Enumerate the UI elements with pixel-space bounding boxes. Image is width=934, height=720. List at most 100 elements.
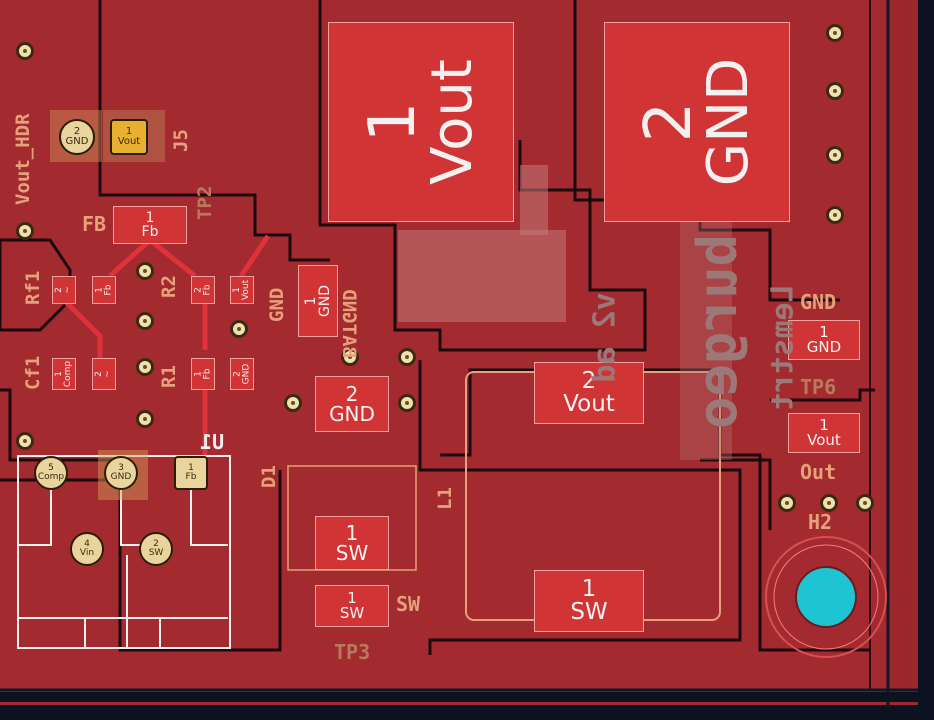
pin-net: SW: [148, 548, 164, 558]
label-d1: D1: [258, 465, 280, 488]
pin-number: 1: [125, 126, 133, 137]
label-out: Out: [800, 460, 837, 484]
pad-number: 1: [345, 521, 359, 545]
pad-net: Comp: [63, 360, 73, 388]
via[interactable]: [230, 320, 248, 338]
via[interactable]: [398, 394, 416, 412]
pin-net: GND: [65, 136, 89, 147]
pad-number: 2: [632, 101, 706, 143]
pad-net: GND: [329, 402, 375, 426]
label-tp6: TP6: [800, 375, 837, 399]
pad-net: Fb: [102, 284, 113, 296]
pad-number: 2: [345, 382, 359, 406]
pad-cf1-2[interactable]: 2~: [92, 358, 116, 390]
via[interactable]: [136, 410, 154, 428]
back-silk-text-c: Lemstrt: [765, 284, 801, 411]
pin-number: 5: [48, 463, 54, 473]
pin-number: 3: [118, 463, 124, 473]
pin-net: Vout: [117, 136, 141, 147]
via[interactable]: [16, 222, 34, 240]
pin-net: GND: [110, 472, 132, 482]
pad-number: 1: [581, 576, 597, 602]
pad-number: 1: [355, 101, 430, 143]
via[interactable]: [826, 146, 844, 164]
label-gnd-right: GND: [800, 290, 837, 314]
pad-net: SW: [339, 604, 365, 622]
label-fb: FB: [82, 212, 107, 236]
pad-net: GND: [240, 363, 251, 385]
via[interactable]: [284, 394, 302, 412]
via[interactable]: [136, 262, 154, 280]
label-vout-hdr: Vout_HDR: [12, 113, 34, 205]
label-sw: SW: [396, 592, 421, 616]
via[interactable]: [136, 312, 154, 330]
pin-net: Vin: [79, 548, 95, 558]
pad-net: ~: [62, 286, 73, 294]
via[interactable]: [136, 358, 154, 376]
pad-net: SW: [335, 541, 369, 565]
label-r2: R2: [158, 275, 180, 298]
pin-number: 2: [73, 126, 81, 137]
pad-net: SW: [570, 599, 608, 625]
label-batgnd: BATGND: [338, 289, 360, 358]
via[interactable]: [16, 42, 34, 60]
via[interactable]: [341, 348, 359, 366]
pad-net: ~: [102, 370, 113, 378]
via[interactable]: [820, 494, 838, 512]
via[interactable]: [778, 494, 796, 512]
label-u1: U1: [200, 430, 225, 454]
pad-net: GND: [696, 57, 761, 187]
label-rf1: Rf1: [22, 270, 44, 305]
pad-number: 1: [819, 416, 829, 434]
via[interactable]: [826, 24, 844, 42]
pad-net: Vout: [419, 59, 485, 185]
via[interactable]: [856, 494, 874, 512]
pad-net: GND: [806, 338, 842, 356]
label-l1: L1: [434, 487, 456, 510]
pin-number: 2: [153, 539, 159, 549]
pad-net: Vout: [563, 391, 615, 417]
pad-net: Fb: [141, 224, 159, 240]
via[interactable]: [826, 82, 844, 100]
back-silk-text-a: burgeo: [686, 233, 750, 430]
label-tp2: TP2: [194, 185, 216, 220]
pad-number: 1: [145, 210, 155, 226]
label-cf1: Cf1: [22, 355, 44, 390]
pad-rf1-2[interactable]: 2~: [52, 276, 76, 304]
via[interactable]: [16, 432, 34, 450]
pin-net: Comp: [37, 472, 65, 482]
pad-number: 1: [347, 589, 357, 607]
pin-number: 4: [84, 539, 90, 549]
via[interactable]: [398, 348, 416, 366]
label-r1: R1: [158, 365, 180, 388]
label-tp3: TP3: [334, 640, 371, 664]
pad-net: Fb: [201, 368, 212, 380]
via[interactable]: [826, 206, 844, 224]
pad-net: Vout: [240, 279, 251, 301]
